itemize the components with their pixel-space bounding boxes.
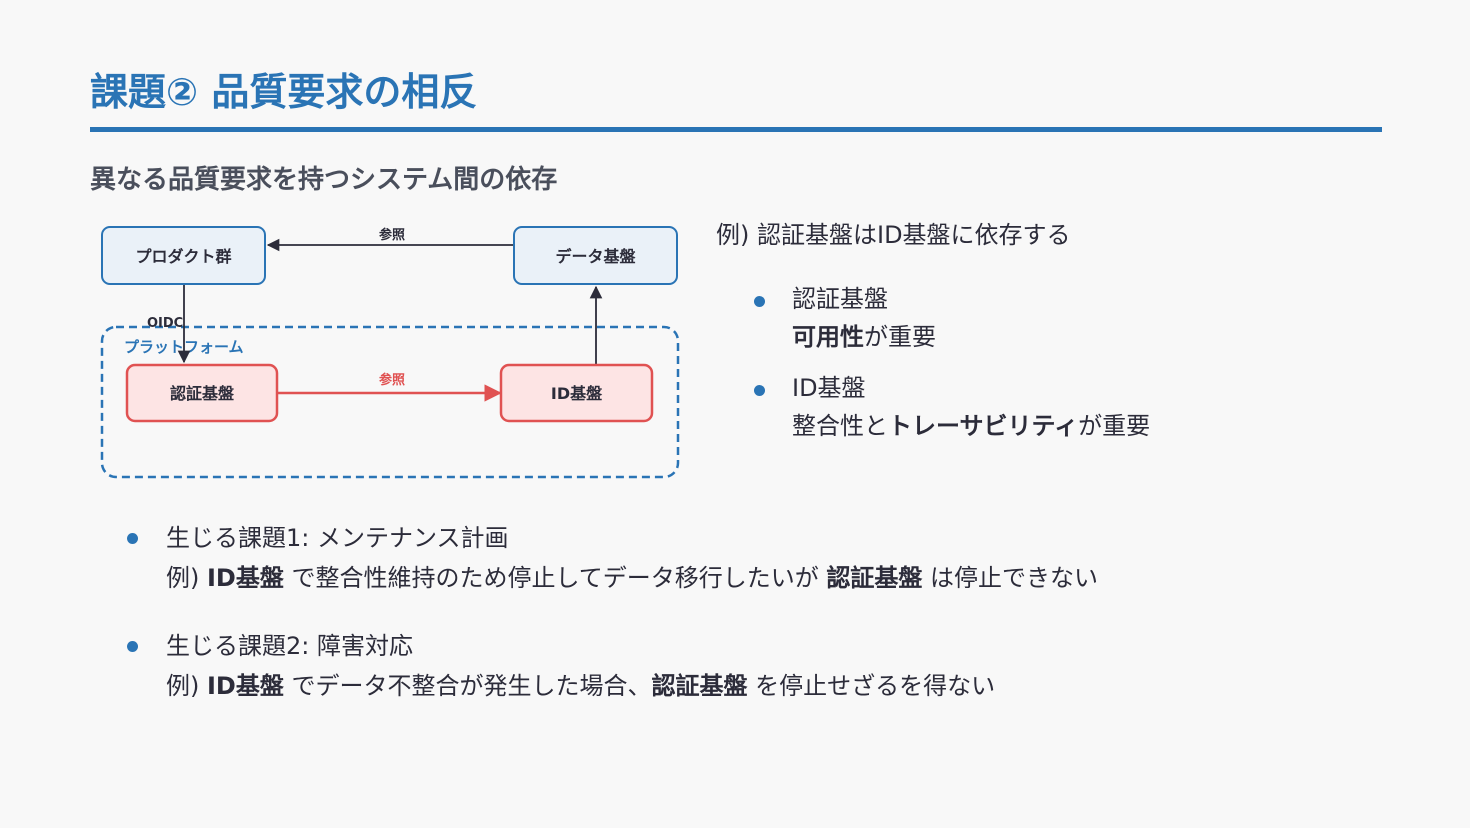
node-product-group-label: プロダクト群 [135,247,231,266]
edge-label-product-to-auth: OIDC [147,316,183,331]
side-bullet-2 [754,385,765,396]
side-example-heading: 例) 認証基盤はID基盤に依存する [716,221,1071,249]
issue-1: 生じる課題1: メンテナンス計画 例) ID基盤 で整合性維持のため停止してデー… [166,518,1098,598]
node-auth-platform: 認証基盤 [125,363,279,423]
node-auth-platform-label: 認証基盤 [170,384,235,403]
side-item-id: ID基盤 整合性とトレーサビリティが重要 [792,369,1150,445]
platform-group-boundary [100,325,680,479]
issue-2-mid: でデータ不整合が発生した場合、 [283,672,652,700]
issue-2-bold-id: ID基盤 [207,672,284,700]
issue-1-mid: で整合性維持のため停止してデータ移行したいが [283,564,827,592]
side-item-auth-title: 認証基盤 [792,285,888,313]
side-item-id-quality-rest: が重要 [1078,412,1151,440]
issue-1-prefix: 例) [166,564,207,592]
node-product-group: プロダクト群 [101,226,266,285]
slide-subtitle: 異なる品質要求を持つシステム間の依存 [90,165,558,195]
side-item-id-quality-bold: トレーサビリティ [888,412,1079,440]
issue-bullet-1 [127,533,138,544]
issue-2-heading: 生じる課題2: 障害対応 [166,632,413,660]
side-item-id-title: ID基盤 [792,374,866,402]
side-item-auth: 認証基盤 可用性が重要 [792,280,936,356]
node-data-platform-label: データ基盤 [555,247,636,266]
issue-2-prefix: 例) [166,672,207,700]
issue-2-tail: を停止せざるを得ない [747,672,996,700]
side-item-auth-quality-rest: が重要 [864,323,936,351]
issue-1-tail: は停止できない [922,564,1099,592]
side-item-auth-quality: 可用性が重要 [792,318,936,356]
title-underline [90,127,1382,132]
issue-2-bold-auth: 認証基盤 [651,672,748,700]
issue-bullet-2 [127,641,138,652]
edge-label-data-to-product: 参照 [379,227,405,243]
node-data-platform: データ基盤 [513,226,678,285]
side-item-id-quality-pre: 整合性と [792,412,888,440]
edge-label-auth-to-id: 参照 [379,372,405,388]
node-id-platform-label: ID基盤 [551,384,603,403]
issue-1-example: 例) ID基盤 で整合性維持のため停止してデータ移行したいが 認証基盤 は停止で… [166,558,1098,598]
issue-2: 生じる課題2: 障害対応 例) ID基盤 でデータ不整合が発生した場合、認証基盤… [166,626,995,706]
node-id-platform: ID基盤 [499,363,654,423]
side-item-auth-quality-bold: 可用性 [792,323,864,351]
issue-1-bold-auth: 認証基盤 [826,564,923,592]
side-item-id-quality: 整合性とトレーサビリティが重要 [792,407,1150,445]
slide-title: 課題② 品質要求の相反 [90,70,478,114]
issue-2-example: 例) ID基盤 でデータ不整合が発生した場合、認証基盤 を停止せざるを得ない [166,666,995,706]
issue-1-heading: 生じる課題1: メンテナンス計画 [166,524,509,552]
side-bullet-1 [754,296,765,307]
issue-1-bold-id: ID基盤 [207,564,284,592]
